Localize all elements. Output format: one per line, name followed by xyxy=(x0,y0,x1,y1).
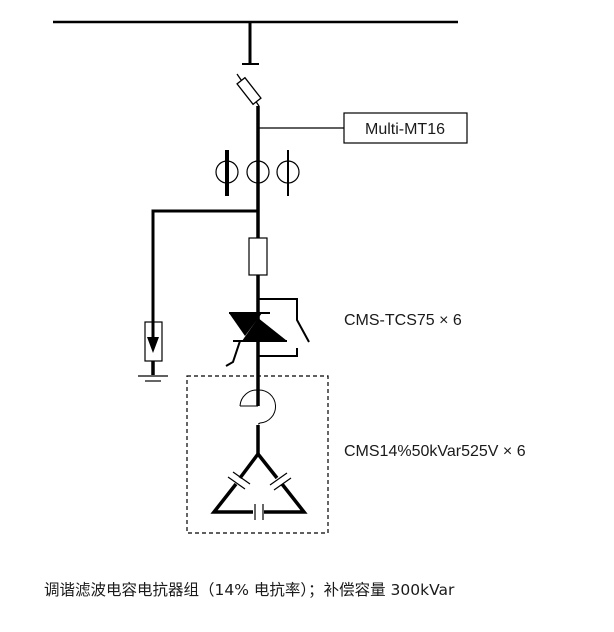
diagram-caption: 调谐滤波电容电抗器组（14% 电抗率）；补偿容量 300kVar xyxy=(44,581,455,599)
current-transformer-icon xyxy=(276,150,300,196)
ground-icon xyxy=(138,375,168,382)
reactor-icon xyxy=(239,373,276,454)
controller-box: Multi-MT16 xyxy=(343,112,468,144)
thyristor-icon xyxy=(225,298,310,367)
current-transformer-icon xyxy=(246,160,270,184)
capacitor-icon xyxy=(210,452,260,514)
capacitor-icon xyxy=(254,504,264,520)
capacitor-bank-label: CMS14%50kVar525V × 6 xyxy=(344,443,526,460)
capacitor-icon xyxy=(256,452,308,514)
arrester-branch xyxy=(151,209,258,345)
fuse-icon xyxy=(248,237,268,276)
switch-label: CMS-TCS75 × 6 xyxy=(344,312,462,329)
fuse-icon xyxy=(236,73,262,107)
current-transformer-icon xyxy=(215,150,239,196)
controller-label: Multi-MT16 xyxy=(365,121,445,138)
arrester-icon xyxy=(144,305,163,375)
